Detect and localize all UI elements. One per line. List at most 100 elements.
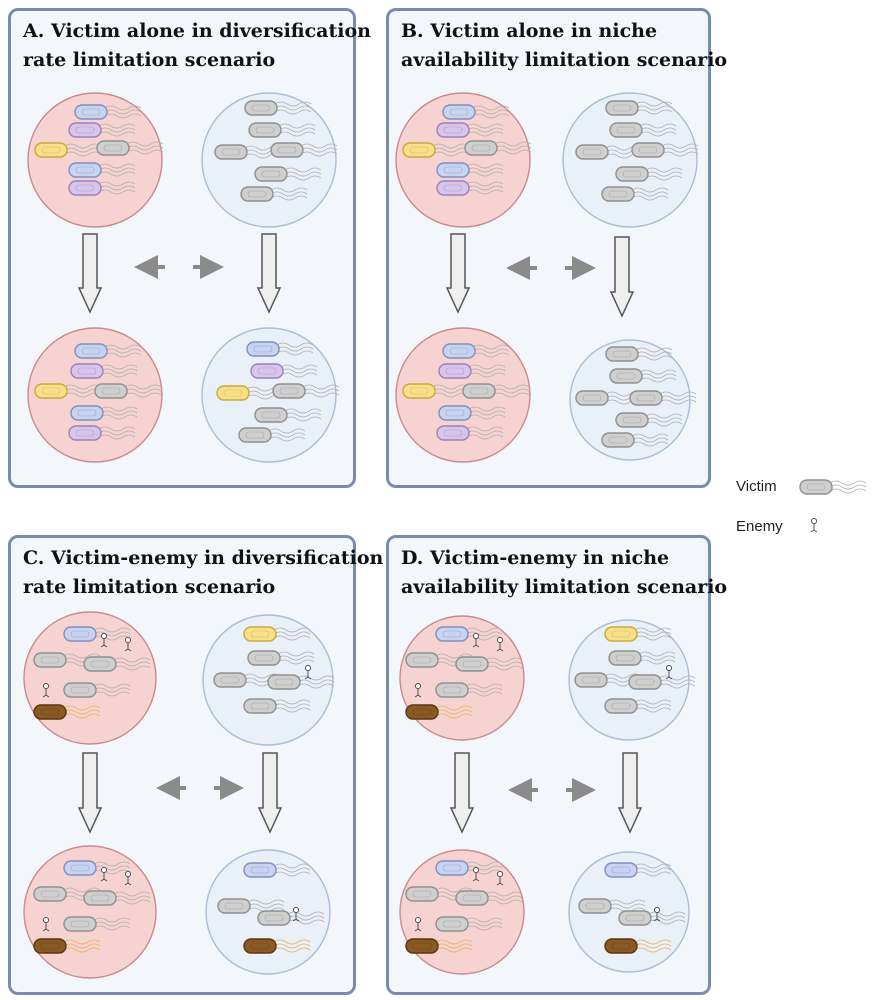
enemy-phage-icon <box>496 636 504 652</box>
down-arrow-icon <box>256 233 282 314</box>
victim-cell <box>270 142 338 158</box>
victim-cell <box>609 122 677 138</box>
victim-cell <box>455 656 523 672</box>
victim-cell <box>247 650 315 666</box>
enemy-phage-icon <box>124 636 132 652</box>
victim-cell <box>455 890 523 906</box>
panel-d-title-line2: availability limitation scenario <box>401 576 728 598</box>
down-arrow-icon <box>445 233 471 314</box>
victim-cell <box>436 425 504 441</box>
victim-cell <box>63 916 131 932</box>
enemy-phage-icon <box>304 664 312 680</box>
victim-cell <box>250 363 318 379</box>
victim-cell <box>240 186 308 202</box>
panel-c-title: C. Victim-enemy in diversification rate … <box>23 544 383 602</box>
victim-cell <box>70 363 138 379</box>
victim-cell <box>254 407 322 423</box>
circle-b-bottom-right <box>569 339 697 461</box>
victim-cell <box>604 862 672 878</box>
circle-c-top-right <box>202 614 335 746</box>
victim-cell <box>74 343 142 359</box>
enemy-phage-icon <box>414 916 422 932</box>
victim-cell <box>63 682 131 698</box>
victim-cell <box>601 432 669 448</box>
victim-cell <box>68 162 136 178</box>
circle-a-top-left <box>27 92 164 228</box>
victim-cell <box>33 704 101 720</box>
enemy-phage-icon <box>42 916 50 932</box>
victim-cell <box>435 682 503 698</box>
circle-a-bottom-right <box>201 327 340 463</box>
circle-b-top-right <box>562 92 699 228</box>
victim-cell <box>272 383 340 399</box>
victim-cell <box>244 100 312 116</box>
victim-cell <box>243 862 311 878</box>
legend-victim-icon <box>799 479 867 495</box>
victim-cell <box>629 390 697 406</box>
enemy-phage-icon <box>124 870 132 886</box>
victim-cell <box>68 425 136 441</box>
panel-d-title-line1: D. Victim-enemy in niche <box>401 547 670 569</box>
victim-cell <box>604 698 672 714</box>
panel-b-title-line1: B. Victim alone in niche <box>401 20 658 42</box>
victim-cell <box>604 626 672 642</box>
down-arrow-icon <box>77 233 103 314</box>
victim-cell <box>34 142 102 158</box>
enemy-phage-icon <box>472 632 480 648</box>
victim-cell <box>608 650 676 666</box>
victim-cell <box>243 698 311 714</box>
victim-cell <box>94 383 162 399</box>
victim-cell <box>405 704 473 720</box>
down-arrow-icon <box>617 752 643 834</box>
victim-cell <box>63 626 131 642</box>
circle-b-bottom-left <box>395 327 531 463</box>
victim-cell <box>435 860 503 876</box>
victim-cell <box>63 860 131 876</box>
enemy-phage-icon <box>653 906 661 922</box>
circle-a-bottom-left <box>27 327 163 463</box>
legend-enemy-icon <box>810 517 818 533</box>
panel-b-title-line2: availability limitation scenario <box>401 49 728 71</box>
circle-d-top-left <box>399 615 525 741</box>
enemy-phage-icon <box>100 632 108 648</box>
enemy-phage-icon <box>472 866 480 882</box>
enemy-phage-icon <box>665 664 673 680</box>
victim-cell <box>604 938 672 954</box>
victim-cell <box>33 938 101 954</box>
victim-cell <box>217 898 285 914</box>
enemy-phage-icon <box>42 682 50 698</box>
victim-cell <box>605 346 673 362</box>
victim-cell <box>96 140 164 156</box>
panel-a-title: A. Victim alone in diversification rate … <box>23 17 371 75</box>
victim-cell <box>578 898 646 914</box>
victim-cell <box>74 104 142 120</box>
victim-cell <box>243 938 311 954</box>
down-arrow-icon <box>257 752 283 834</box>
victim-cell <box>83 890 151 906</box>
circle-c-top-left <box>23 611 157 745</box>
victim-cell <box>628 674 696 690</box>
panel-d-title: D. Victim-enemy in niche availability li… <box>401 544 727 602</box>
down-arrow-icon <box>77 752 103 834</box>
victim-cell <box>405 652 473 668</box>
victim-cell <box>83 656 151 672</box>
victim-cell <box>405 886 473 902</box>
down-arrow-icon <box>449 752 475 834</box>
panel-b-title: B. Victim alone in niche availability li… <box>401 17 727 75</box>
victim-cell <box>435 626 503 642</box>
panel-a-title-line1: A. Victim alone in diversification <box>23 20 371 42</box>
victim-cell <box>605 100 673 116</box>
enemy-phage-icon <box>100 866 108 882</box>
victim-cell <box>442 104 510 120</box>
victim-cell <box>462 383 530 399</box>
enemy-phage-icon <box>292 906 300 922</box>
victim-cell <box>436 162 504 178</box>
circle-c-bottom-left <box>23 845 157 979</box>
victim-cell <box>436 180 504 196</box>
victim-cell <box>267 674 335 690</box>
circle-d-bottom-left <box>399 849 525 975</box>
victim-cell <box>438 405 506 421</box>
victim-cell <box>68 122 136 138</box>
victim-cell <box>436 122 504 138</box>
victim-cell <box>442 343 510 359</box>
